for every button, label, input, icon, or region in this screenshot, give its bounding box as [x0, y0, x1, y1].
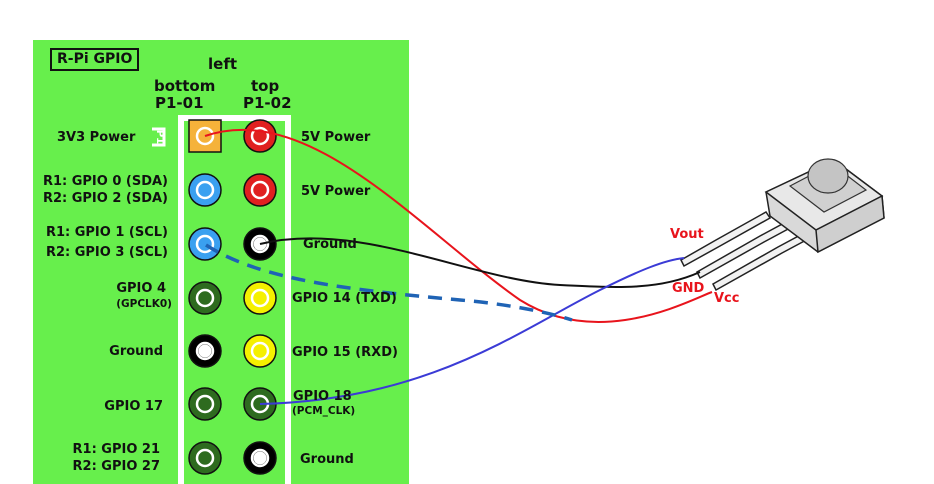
label-5v-power-1: 5V Power: [301, 130, 371, 145]
label-gpio-3: R2: GPIO 3 (SCL): [45, 245, 168, 260]
pin-9-icon: [188, 334, 222, 368]
pin-3-icon: [188, 173, 222, 207]
column-1-pin: P1-01: [155, 94, 204, 112]
side-label: left: [208, 55, 238, 73]
pin-5-icon: [188, 227, 222, 261]
pin-7-icon: [188, 281, 222, 315]
label-3v3-power: 3V3 Power: [57, 130, 136, 145]
p1-label: P1: [154, 130, 165, 144]
pin-13-icon: [188, 441, 222, 475]
label-gpio-1: R1: GPIO 1 (SCL): [45, 225, 168, 240]
sensor-lens: [807, 158, 849, 194]
pin-14-icon: [243, 441, 277, 475]
label-gpio-27: R2: GPIO 27: [72, 459, 160, 474]
label-gpio-2: R2: GPIO 2 (SDA): [42, 191, 168, 206]
vcc-wire: [204, 129, 713, 323]
board-title: R-Pi GPIO: [50, 48, 140, 71]
column-2-head: top: [251, 77, 280, 95]
label-5v-power-2: 5V Power: [301, 184, 371, 199]
ir-receiver-sensor: [680, 158, 885, 292]
column-1-head: bottom: [154, 77, 216, 95]
label-gpio-0: R1: GPIO 0 (SDA): [42, 174, 168, 189]
gpio-header-board: [33, 40, 409, 484]
column-2-pin: P1-02: [243, 94, 292, 112]
pin-11-icon: [188, 387, 222, 421]
label-gpio-4: GPIO 4: [116, 281, 166, 296]
alt-signal-wire: [205, 243, 573, 322]
pin-10-icon: [243, 334, 277, 368]
label-ground-right-2: Ground: [300, 452, 354, 467]
sensor-vout-label: Vout: [670, 227, 704, 242]
label-gpio-14: GPIO 14 (TXD): [292, 291, 397, 306]
label-gpio-17: GPIO 17: [104, 399, 163, 414]
gnd-wire: [259, 237, 701, 288]
sensor-gnd-label: GND: [672, 281, 705, 296]
pin-4-icon: [243, 173, 277, 207]
pin-2-icon: [243, 119, 277, 153]
sensor-vcc-label: Vcc: [714, 291, 740, 306]
label-ground-left: Ground: [109, 344, 163, 359]
label-gpclk0: (GPCLK0): [116, 298, 172, 310]
label-gpio-21: R1: GPIO 21: [72, 442, 160, 457]
label-pcm-clk: (PCM_CLK): [292, 405, 356, 417]
sensor-leg-vout: [680, 211, 772, 268]
label-gpio-15: GPIO 15 (RXD): [292, 345, 398, 360]
label-gpio-18: GPIO 18: [293, 389, 352, 404]
p1-marker: P1: [152, 127, 166, 147]
label-ground-right-1: Ground: [303, 237, 357, 252]
pin-8-icon: [243, 281, 277, 315]
signal-wire: [259, 257, 685, 405]
header-outline: [178, 115, 291, 484]
